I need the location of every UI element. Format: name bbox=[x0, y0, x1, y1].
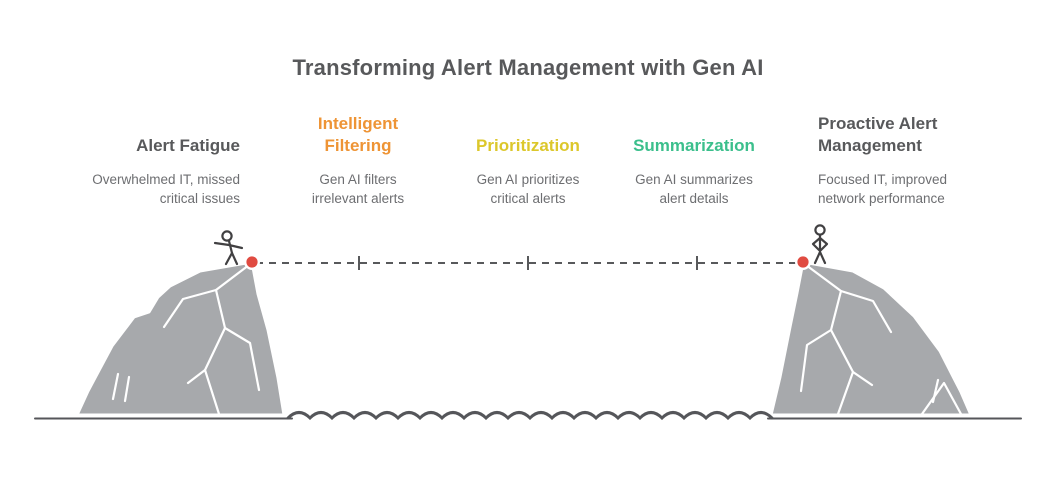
stage-description: Overwhelmed IT, missed critical issues bbox=[92, 172, 240, 206]
stage-label: Prioritization bbox=[476, 135, 580, 155]
dashed-tightrope-line bbox=[256, 256, 800, 270]
stage-description: Gen AI summarizes alert details bbox=[635, 172, 753, 206]
figure-head bbox=[221, 230, 233, 242]
left-cliff-facet-lines bbox=[111, 263, 261, 416]
end-marker bbox=[795, 254, 811, 270]
start-marker bbox=[244, 254, 260, 270]
stage-proactive-alert-management: Proactive Alert Management Focused IT, i… bbox=[818, 107, 1028, 209]
stage-description: Gen AI prioritizes critical alerts bbox=[476, 172, 580, 206]
stage-label: Proactive Alert Management bbox=[818, 113, 938, 155]
stage-alert-fatigue: Alert Fatigue Overwhelmed IT, missed cri… bbox=[40, 107, 240, 209]
stage-label: Alert Fatigue bbox=[136, 135, 240, 155]
page-title: Transforming Alert Management with Gen A… bbox=[292, 55, 764, 80]
right-cliff-facet-lines bbox=[799, 263, 963, 416]
stage-prioritization: Prioritization Gen AI prioritizes critic… bbox=[438, 107, 618, 209]
left-cliff bbox=[75, 260, 286, 417]
stage-label: Intelligent Filtering bbox=[317, 113, 399, 155]
stage-intelligent-filtering: Intelligent Filtering Gen AI filters irr… bbox=[283, 107, 433, 209]
walking-stick-figure bbox=[213, 230, 244, 266]
stage-description: Focused IT, improved network performance bbox=[818, 172, 948, 206]
stage-label: Summarization bbox=[633, 135, 755, 155]
figure-head bbox=[814, 224, 826, 236]
right-cliff bbox=[769, 260, 973, 417]
stage-summarization: Summarization Gen AI summarizes alert de… bbox=[604, 107, 784, 209]
standing-stick-figure bbox=[811, 224, 829, 265]
water-wave-line bbox=[286, 411, 774, 421]
stage-description: Gen AI filters irrelevant alerts bbox=[311, 172, 405, 206]
